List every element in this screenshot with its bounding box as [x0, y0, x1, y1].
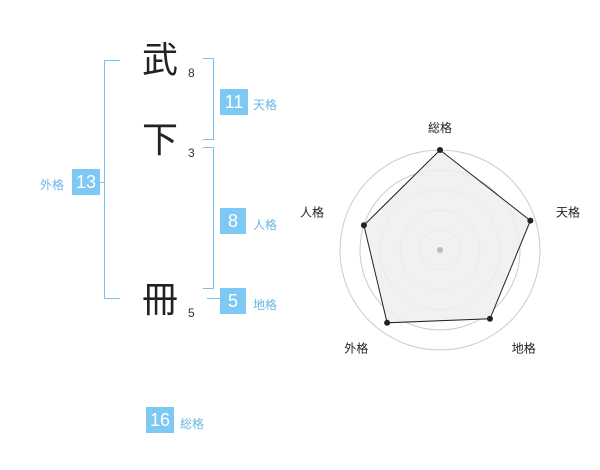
gaikaku-bracket-bottom	[104, 298, 120, 299]
chikaku-badge: 5	[220, 288, 246, 314]
radar-axis-label-5: 人格	[300, 204, 324, 219]
gaikaku-connector	[99, 182, 105, 183]
jinkaku-bracket-vertical	[213, 147, 214, 289]
tenkaku-bracket-bottom	[203, 139, 213, 140]
gaikaku-label: 外格	[40, 178, 65, 192]
radar-point-4	[384, 319, 391, 326]
tenkaku-bracket-top	[203, 58, 213, 59]
radar-point-1	[437, 147, 443, 153]
jinkaku-bracket-bottom	[203, 288, 213, 289]
stroke-count-2: 3	[188, 146, 195, 160]
tenkaku-badge: 11	[220, 89, 248, 115]
radar-point-2	[527, 217, 534, 224]
jinkaku-bracket-top	[203, 147, 213, 148]
tenkaku-bracket-vertical	[213, 58, 214, 140]
radar-point-5	[360, 222, 367, 229]
radar-point-3	[486, 315, 493, 322]
radar-axis-label-3: 地格	[512, 341, 536, 356]
radar-series-polygon	[363, 149, 532, 324]
radar-axis-label-4: 外格	[344, 341, 368, 356]
jinkaku-label: 人格	[253, 218, 278, 232]
chikaku-connector	[207, 298, 220, 299]
radar-center-dot	[437, 247, 443, 253]
gaikaku-bracket-top	[104, 60, 120, 61]
soukaku-label: 総格	[180, 417, 205, 431]
soukaku-badge: 16	[146, 407, 174, 433]
name-char-3: 冊	[142, 280, 179, 321]
stroke-count-3: 5	[188, 306, 195, 320]
stroke-count-1: 8	[188, 66, 195, 80]
gaikaku-badge: 13	[72, 169, 100, 195]
tenkaku-label: 天格	[253, 98, 278, 112]
jinkaku-badge: 8	[220, 208, 246, 234]
name-char-2: 下	[142, 120, 179, 161]
name-char-1: 武	[142, 40, 179, 81]
chikaku-label: 地格	[253, 298, 278, 312]
radar-axis-label-1: 総格	[428, 120, 452, 135]
gaikaku-bracket-vertical	[104, 60, 105, 299]
radar-axis-label-2: 天格	[556, 204, 580, 219]
